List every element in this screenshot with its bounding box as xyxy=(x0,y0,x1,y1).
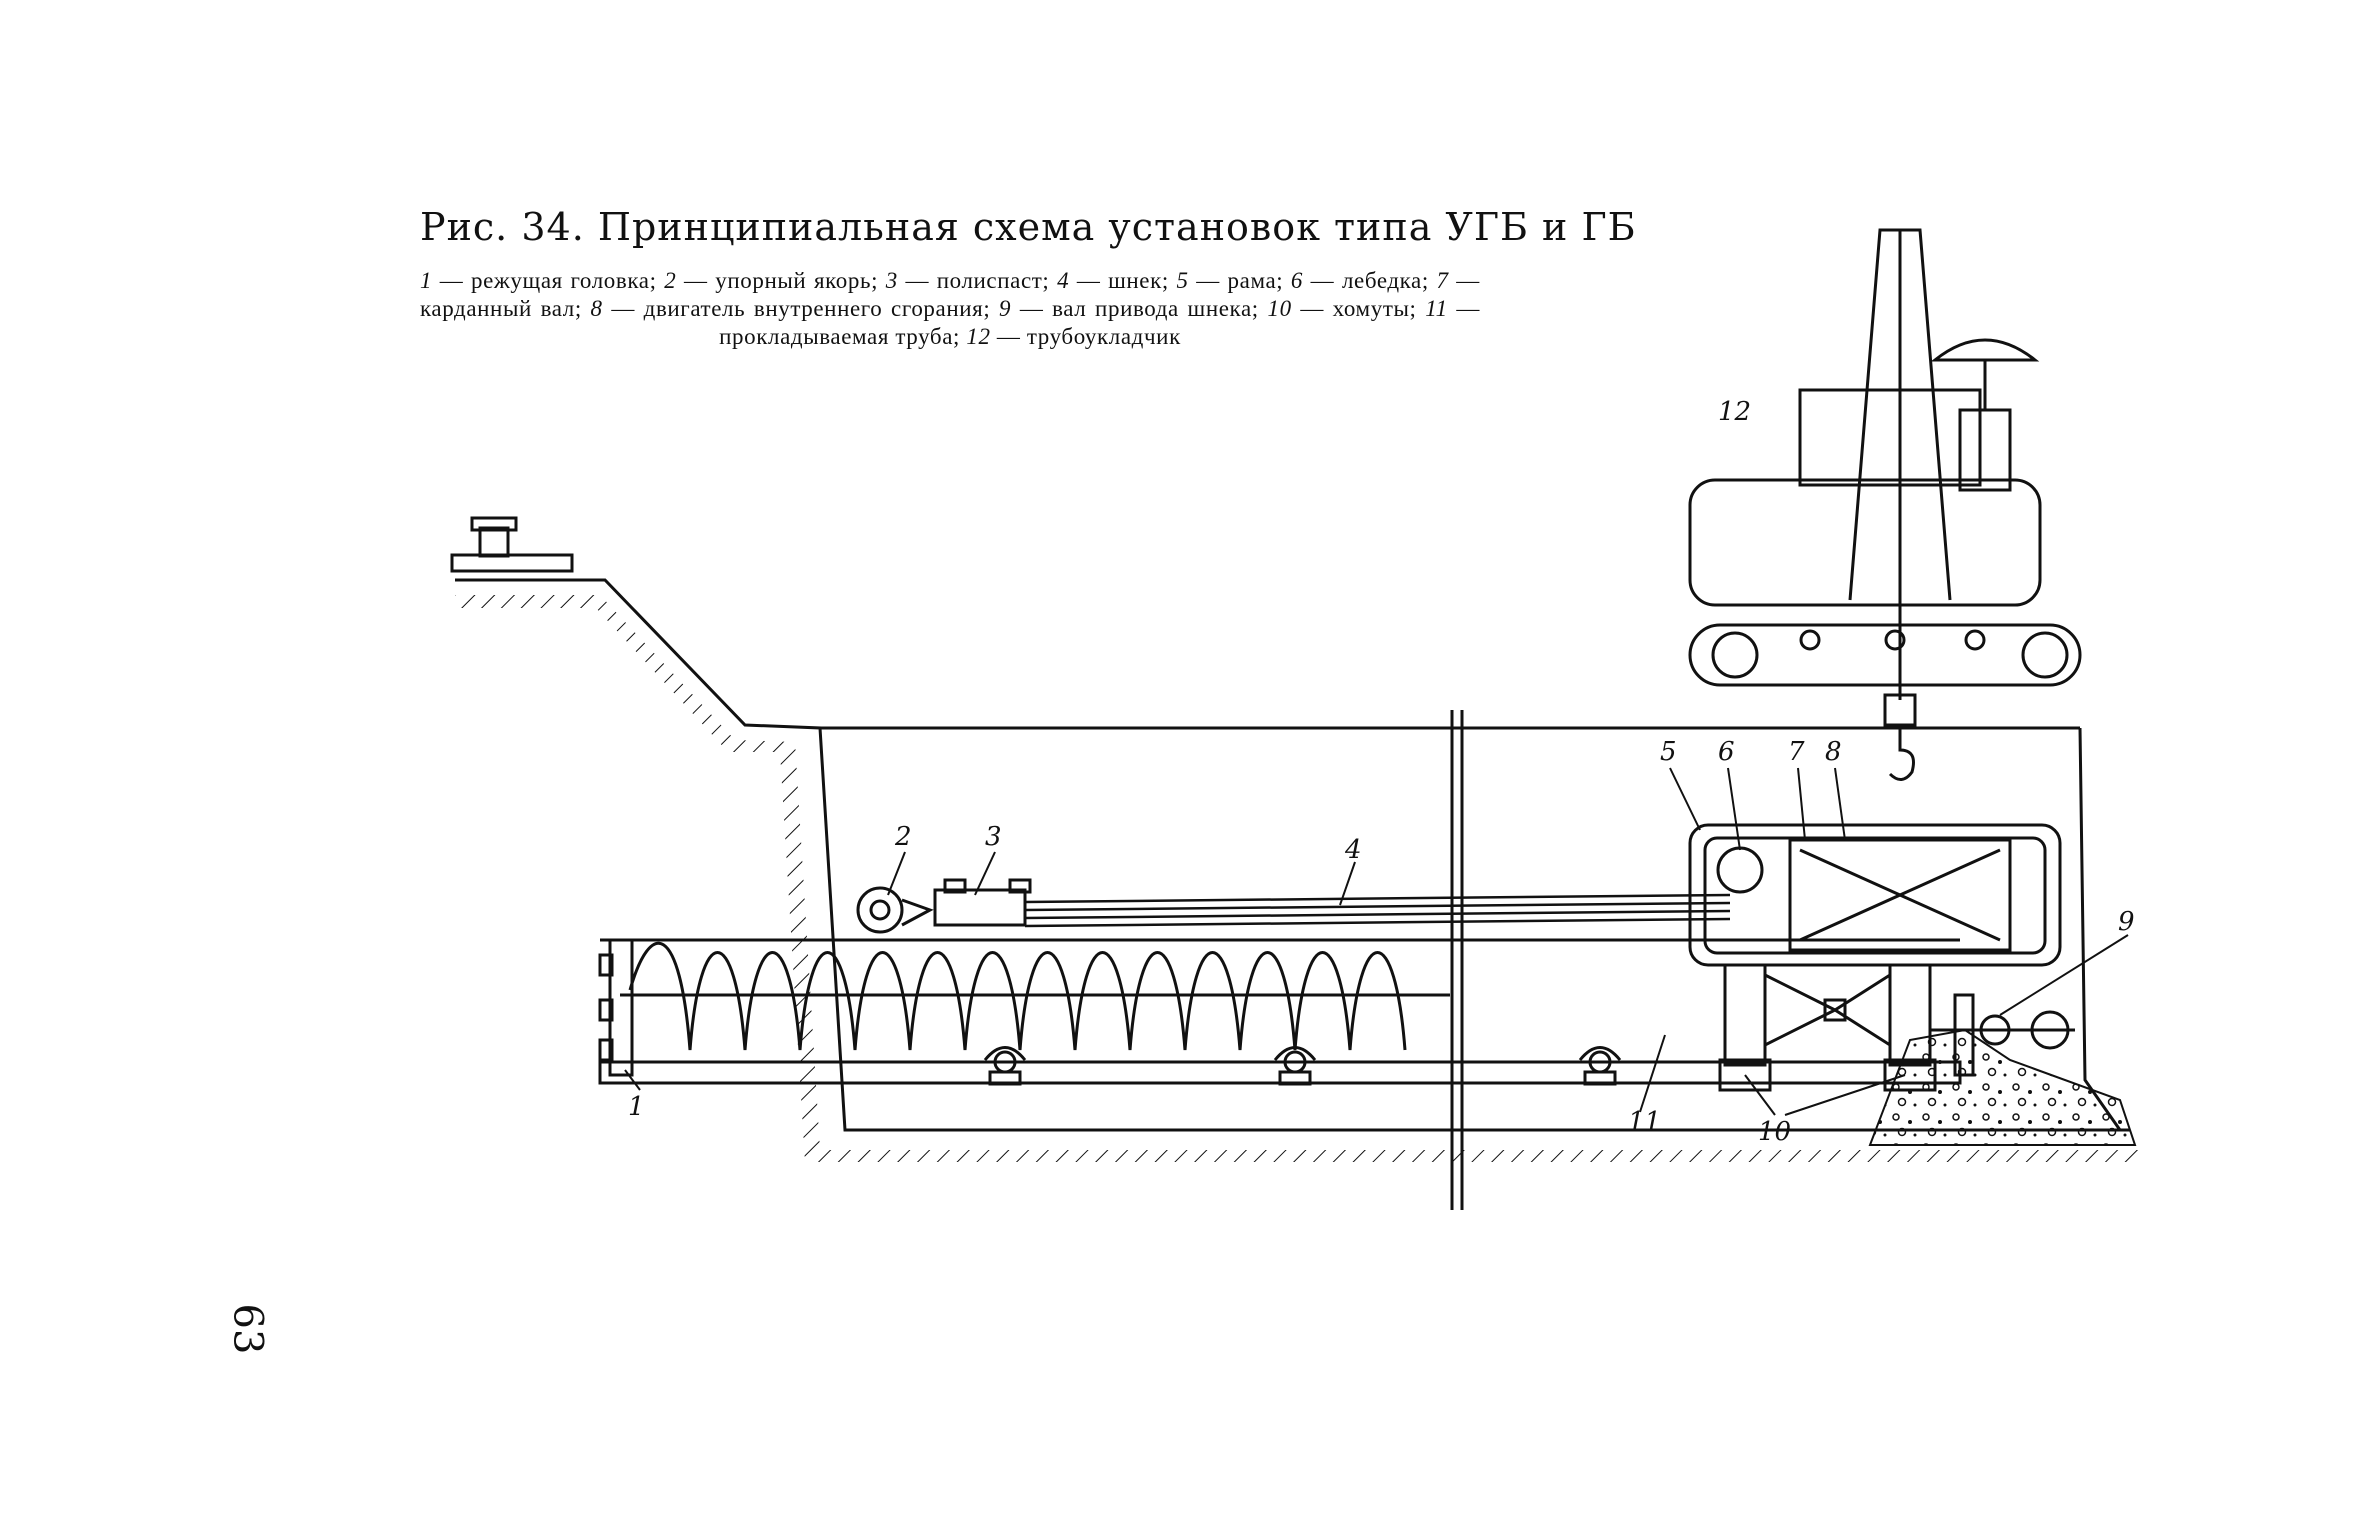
legend-item: 7 — карданный вал; xyxy=(420,268,1480,321)
cable xyxy=(1024,893,1731,928)
legend-item: 12 — трубоукладчик xyxy=(966,324,1181,349)
label-3: 3 xyxy=(985,822,1002,852)
legend-item: 1 — режущая головка; xyxy=(420,268,657,293)
legend-item: 9 — вал привода шнека; xyxy=(999,296,1259,321)
label-4: 4 xyxy=(1344,835,1362,865)
soil-hatching xyxy=(455,595,2140,1162)
legend-item: 11 — прокладываемая труба; xyxy=(719,296,1481,349)
figure-legend: 1 — режущая головка; 2 — упорный якорь; … xyxy=(420,267,1480,351)
page-number: 63 xyxy=(224,1303,271,1355)
legend-item: 5 — рама; xyxy=(1176,268,1284,293)
cutting-head xyxy=(598,938,634,1077)
label-1: 1 xyxy=(628,1092,645,1122)
pipelayer-crane xyxy=(1688,228,2082,781)
figure-caption: Рис. 34. Принципиальная схема установок … xyxy=(420,205,1637,351)
machine-frame xyxy=(1688,823,2062,1092)
pipe-supports xyxy=(983,1046,1622,1086)
label-9: 9 xyxy=(2118,907,2135,937)
auger-spiral xyxy=(620,941,1450,1051)
legend-item: 2 — упорный якорь; xyxy=(664,268,879,293)
gravel-pile xyxy=(1868,1028,2137,1146)
anchor-and-pulley xyxy=(856,878,1032,934)
legend-item: 6 — лебедка; xyxy=(1290,268,1429,293)
rail-track xyxy=(450,516,574,573)
label-6: 6 xyxy=(1718,737,1735,767)
break-line xyxy=(1450,710,1464,1210)
label-2: 2 xyxy=(894,822,912,852)
leader-lines xyxy=(624,767,2129,1116)
label-8: 8 xyxy=(1825,737,1842,767)
label-12: 12 xyxy=(1718,397,1751,427)
legend-item: 3 — полиспаст; xyxy=(885,268,1050,293)
label-7: 7 xyxy=(1788,737,1805,767)
drive-gear xyxy=(1930,993,2075,1077)
label-10: 10 xyxy=(1758,1117,1791,1147)
legend-item: 8 — двигатель внутреннего сгорания; xyxy=(590,296,991,321)
label-11: 11 xyxy=(1628,1107,1661,1137)
figure-title: Рис. 34. Принципиальная схема установок … xyxy=(420,205,1637,249)
legend-item: 10 — хомуты; xyxy=(1267,296,1417,321)
label-5: 5 xyxy=(1660,737,1677,767)
legend-item: 4 — шнек; xyxy=(1057,268,1169,293)
